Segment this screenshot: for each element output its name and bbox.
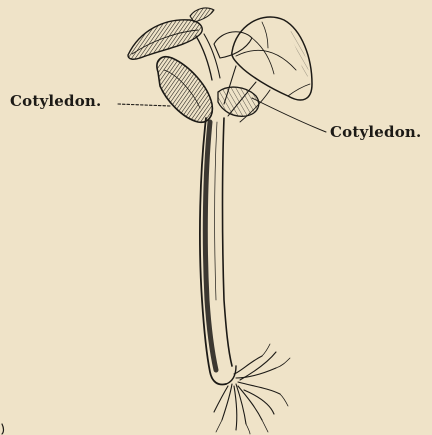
leader-line-left (118, 104, 170, 106)
young-leaf-tip (190, 8, 214, 22)
cotyledon-label-right: Cotyledon. (330, 123, 421, 141)
cotyledon-right (218, 87, 259, 116)
leader-line-right (252, 98, 326, 132)
hypocotyl-outer-right (223, 118, 233, 366)
cotyledon-label-left: Cotyledon. (10, 92, 101, 110)
root-system (214, 344, 290, 434)
cotyledon-left (157, 57, 212, 123)
young-leaf-left (128, 20, 202, 59)
